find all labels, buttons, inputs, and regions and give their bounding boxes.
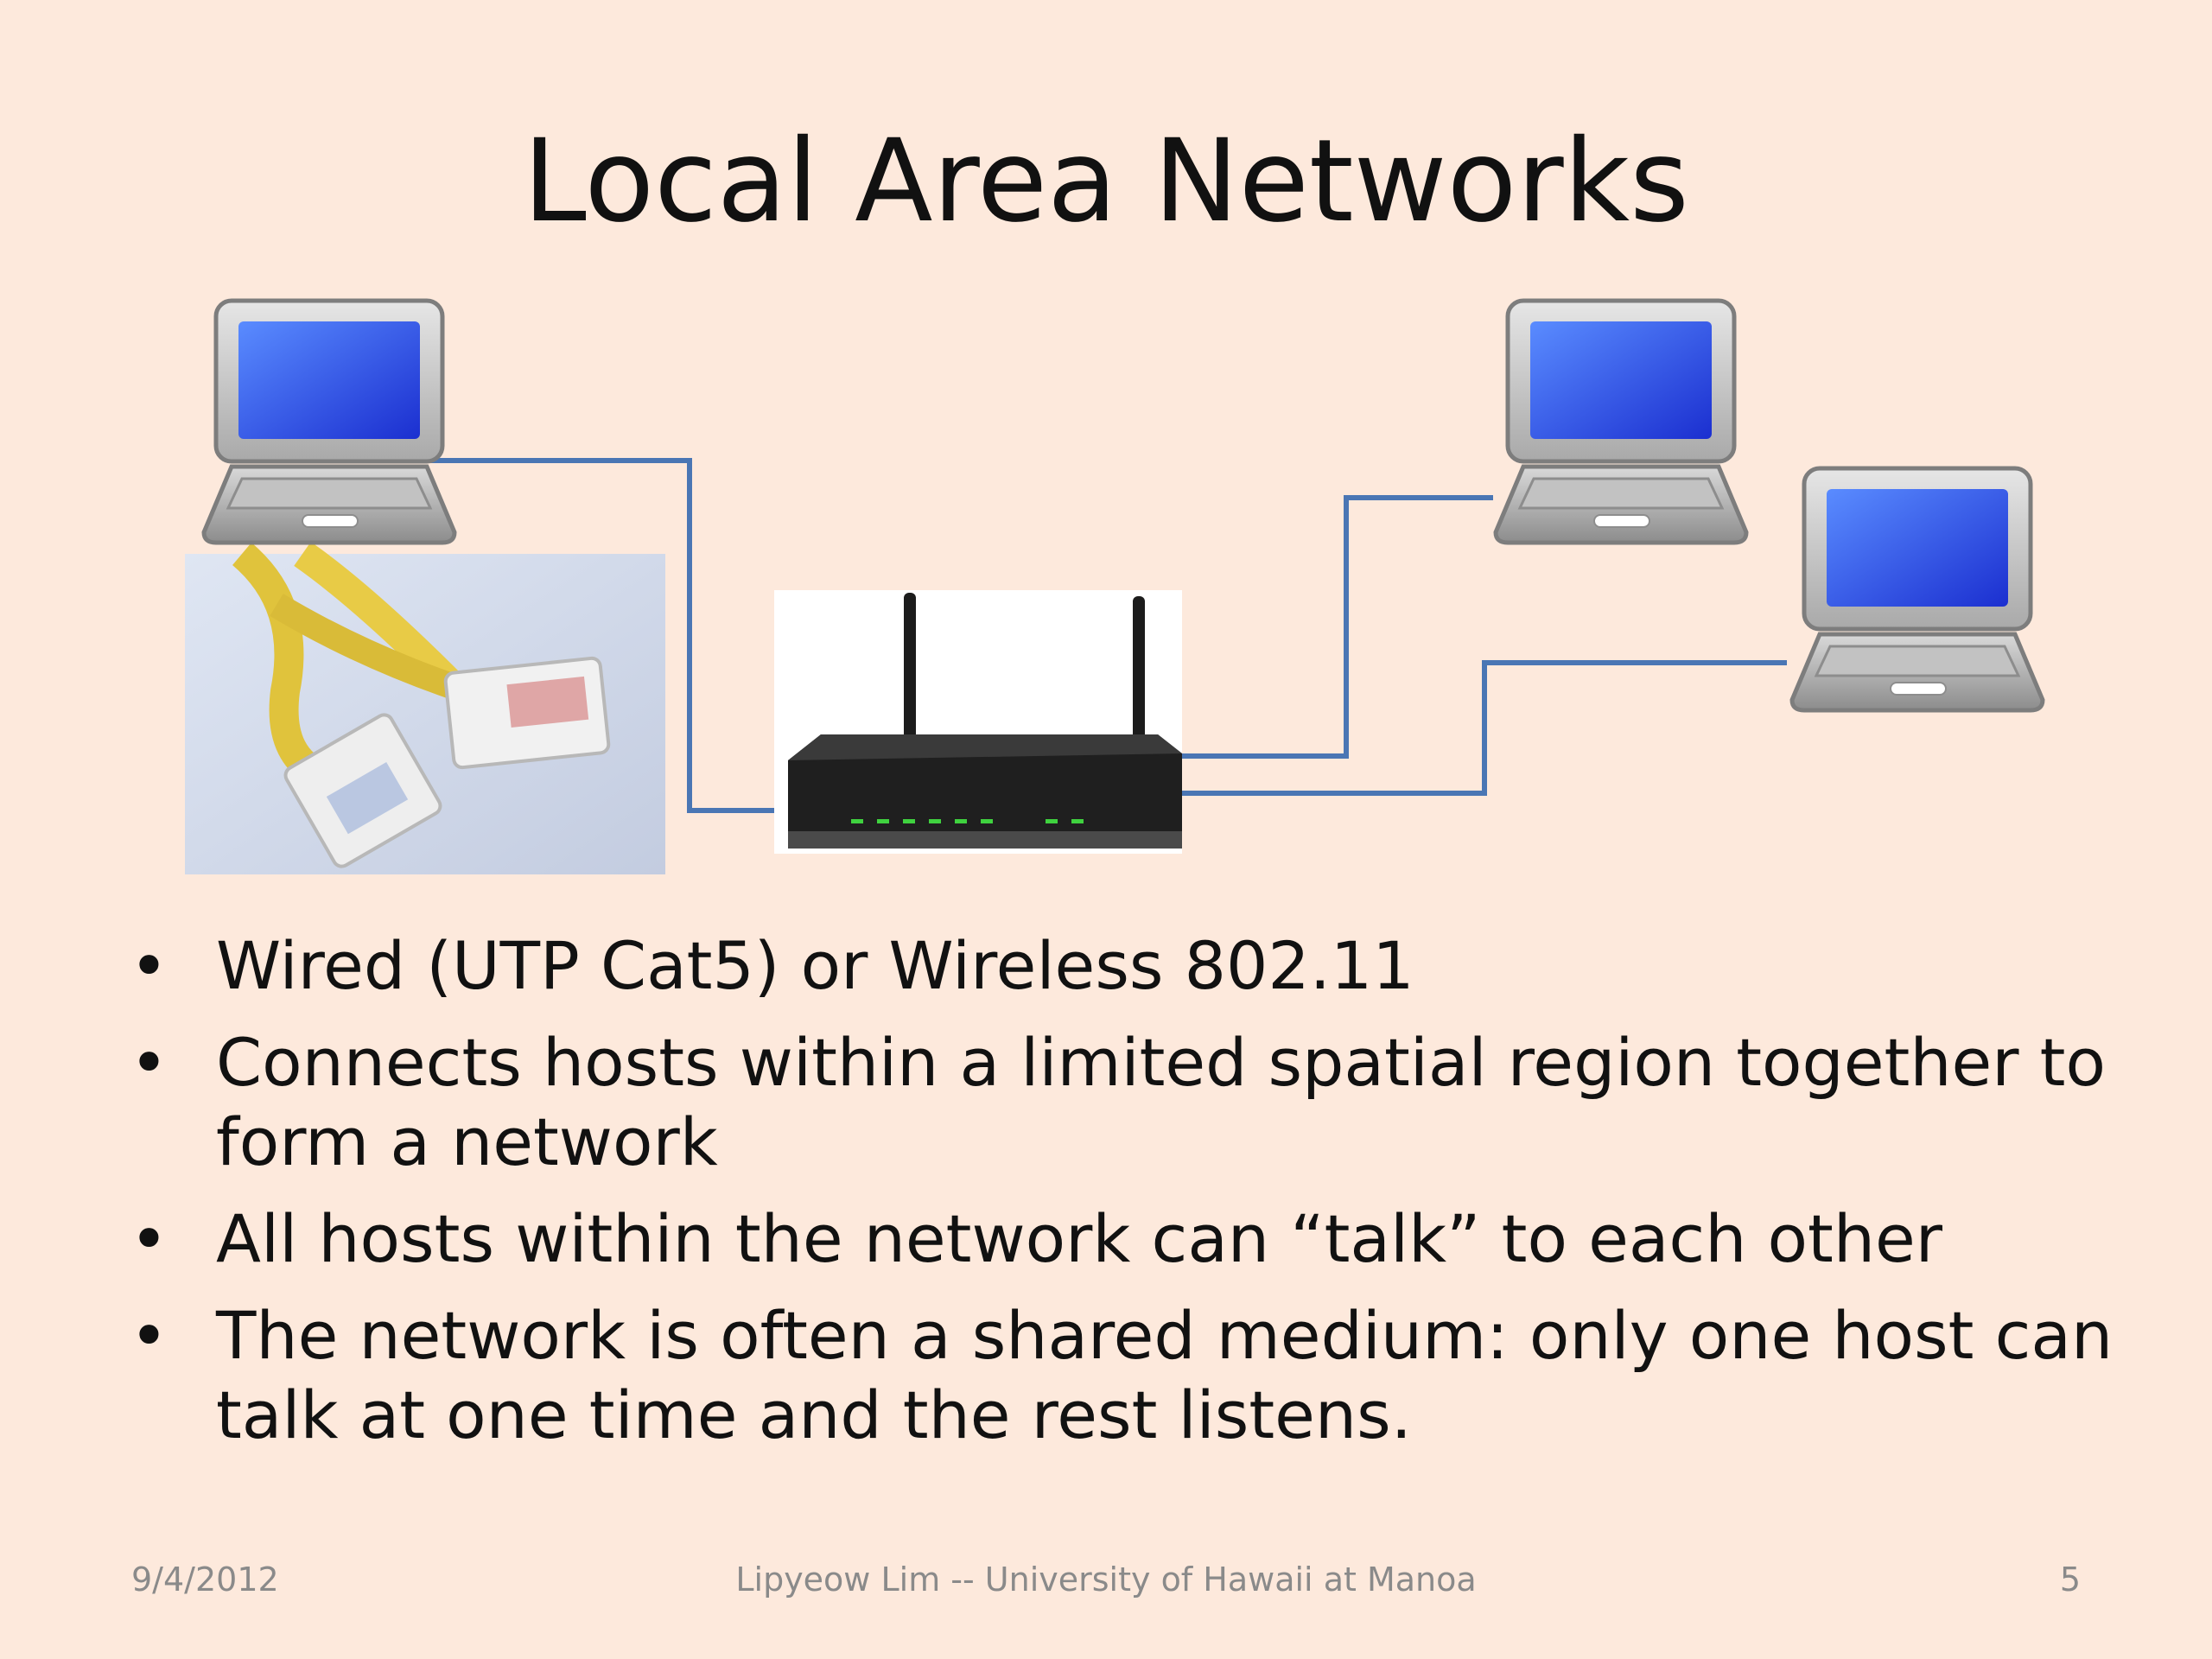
laptop-icon — [204, 301, 454, 543]
slide-title: Local Area Networks — [523, 115, 1689, 248]
router-icon — [774, 590, 1182, 854]
link-right-laptop-2 — [1179, 660, 1787, 796]
bullet-glyph: • — [130, 1024, 168, 1101]
ethernet-cable-photo — [185, 542, 665, 874]
list-item: • Connects hosts within a limited spatial… — [130, 1023, 2117, 1182]
page-number: 5 — [2059, 1560, 2081, 1599]
bullet-text: All hosts within the network can “talk” … — [216, 1200, 1943, 1277]
bullet-text: Connects hosts within a limited spatial … — [216, 1024, 2106, 1180]
bullet-list: • Wired (UTP Cat5) or Wireless 802.11 • Co… — [130, 926, 2117, 1472]
list-item: • Wired (UTP Cat5) or Wireless 802.11 — [130, 926, 2117, 1006]
footer-author: Lipyeow Lim -- University of Hawaii at M… — [735, 1560, 1477, 1599]
footer-date: 9/4/2012 — [131, 1560, 279, 1599]
bullet-glyph: • — [130, 927, 168, 1004]
lan-diagram — [185, 0, 2212, 874]
link-right-laptop-1 — [1179, 495, 1493, 759]
laptop-icon — [1496, 301, 1746, 543]
network-links — [423, 458, 1787, 813]
list-item: • All hosts within the network can “talk”… — [130, 1199, 2117, 1279]
bullet-glyph: • — [130, 1297, 168, 1374]
bullet-text: Wired (UTP Cat5) or Wireless 802.11 — [216, 927, 1414, 1004]
bullet-glyph: • — [130, 1200, 168, 1277]
bullet-text: The network is often a shared medium: on… — [216, 1297, 2113, 1453]
link-left-laptop — [423, 458, 788, 813]
laptop-icon — [1792, 468, 2043, 710]
list-item: • The network is often a shared medium: o… — [130, 1296, 2117, 1455]
